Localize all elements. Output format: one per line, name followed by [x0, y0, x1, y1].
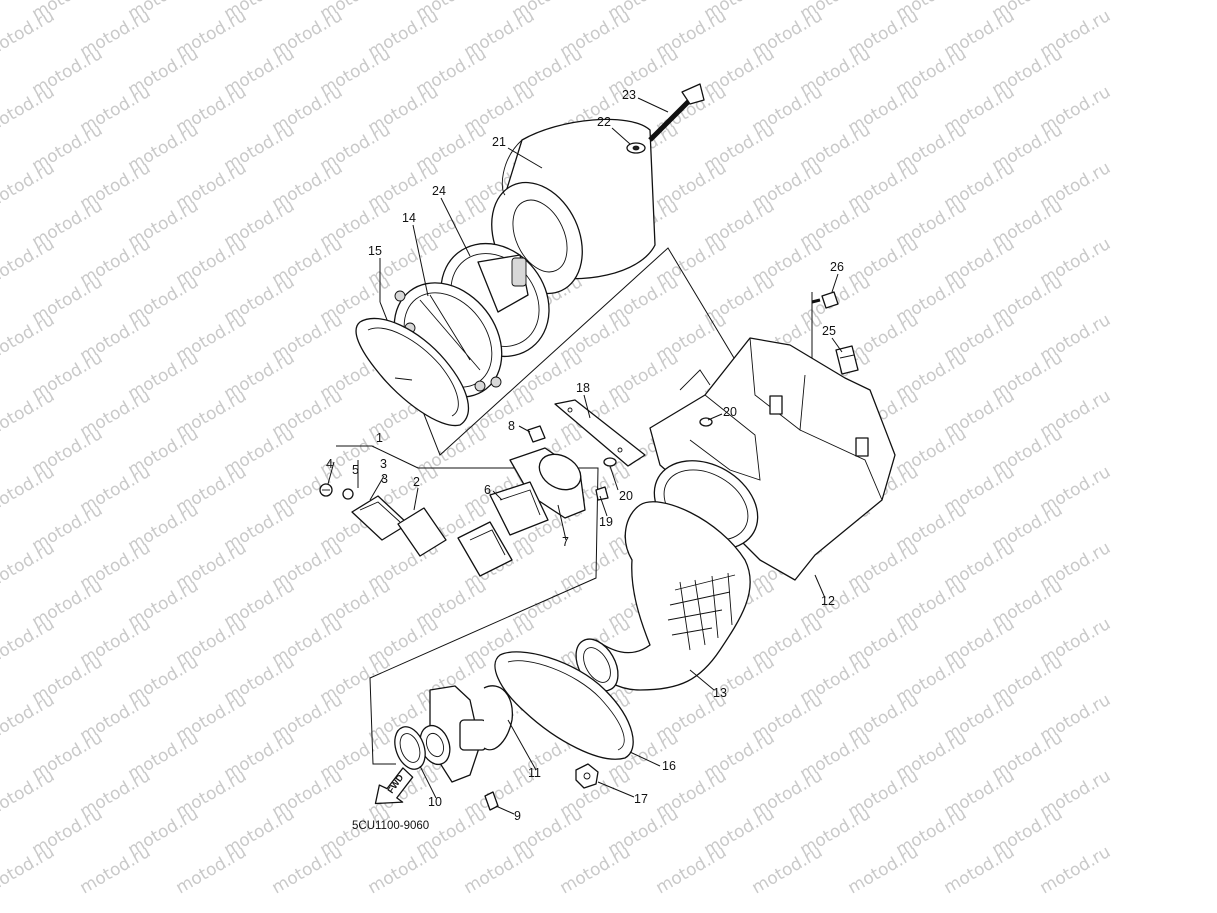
watermark-text: motod.ru [0, 310, 58, 366]
nut-17 [575, 763, 599, 789]
watermark-text: motod.ru [0, 6, 58, 62]
callout-17: 17 [634, 792, 648, 806]
reed-petals [319, 483, 513, 577]
callout-18: 18 [576, 381, 590, 395]
callout-2: 2 [413, 475, 420, 489]
callout-1: 1 [376, 431, 383, 445]
carburetor [394, 685, 514, 811]
callout-3a: 3 [380, 457, 387, 471]
reed-valve-seat [489, 447, 586, 536]
watermark-text: motod.ru [557, 842, 635, 898]
gasket-15 [355, 317, 470, 427]
callout-26: 26 [830, 260, 844, 274]
watermark-text: motod.ru [0, 82, 58, 138]
callout-10: 10 [428, 795, 442, 809]
callout-15: 15 [368, 244, 382, 258]
callout-25: 25 [822, 324, 836, 338]
callout-3b: 3 [381, 472, 388, 486]
gasket-16 [494, 651, 634, 760]
diagram-code: 5CU1100-9060 [352, 820, 429, 832]
watermark-text: motod.ru [0, 614, 58, 670]
callout-13: 13 [713, 686, 727, 700]
callout-22: 22 [597, 115, 611, 129]
leader-lines [327, 97, 843, 815]
watermark-text: motod.ru [653, 842, 731, 898]
callout-21: 21 [492, 135, 506, 149]
watermark-text: motod.ru [269, 842, 347, 898]
callout-7: 7 [562, 535, 569, 549]
callout-24: 24 [432, 184, 446, 198]
watermark-text: motod.ru [0, 234, 58, 290]
callout-20a: 20 [723, 405, 737, 419]
watermark-text: motod.ru [749, 842, 827, 898]
callout-4: 4 [326, 457, 333, 471]
callout-23: 23 [622, 88, 636, 102]
watermark-text: motod.ru [0, 842, 58, 898]
watermark-text: motod.ru [365, 842, 443, 898]
watermark-text: motod.ru [77, 842, 155, 898]
watermark-text: motod.ru [941, 842, 1019, 898]
callout-numbers: 23 22 21 24 14 15 26 25 18 20 8 1 3 4 5 … [326, 88, 844, 823]
callout-6: 6 [484, 483, 491, 497]
callout-16: 16 [662, 759, 676, 773]
wing-bolt-and-washer [626, 83, 705, 154]
callout-20b: 20 [619, 489, 633, 503]
air-box [649, 337, 896, 581]
watermark-text: motod.ru [1037, 842, 1115, 898]
watermark-text: motod.ru [0, 538, 58, 594]
watermark-text: motod.ru [0, 766, 58, 822]
joint-plate [527, 399, 713, 501]
callout-11: 11 [528, 766, 541, 780]
forward-arrow: FWD [374, 767, 414, 805]
watermark-text: motod.ru [173, 842, 251, 898]
callout-19: 19 [599, 515, 613, 529]
watermark-text: motod.ru [461, 842, 539, 898]
watermark-text: motod.ru [0, 690, 58, 746]
watermark-text: motod.ru [0, 386, 58, 442]
callout-14: 14 [402, 211, 416, 225]
callout-12: 12 [821, 594, 835, 608]
bolt-and-clip [811, 291, 859, 375]
watermark-text: motod.ru [0, 158, 58, 214]
watermark-text: motod.ru [845, 842, 923, 898]
watermark-text: motod.ru [0, 462, 58, 518]
callout-8: 8 [508, 419, 515, 433]
callout-9: 9 [514, 809, 521, 823]
callout-5: 5 [352, 463, 359, 477]
